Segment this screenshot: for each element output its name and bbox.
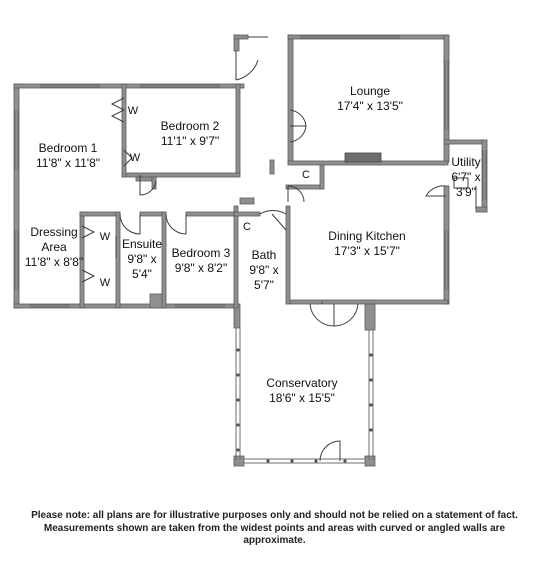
conservatory-size: 18'6" x 15'5" [269, 391, 335, 405]
fireplace-icon [344, 152, 382, 163]
dining-kitchen-size: 17'3" x 15'7" [334, 244, 400, 258]
wardrobe-bifolds [81, 97, 133, 283]
conservatory-name: Conservatory [266, 376, 337, 390]
ensuite-size-2: 5'4" [132, 267, 152, 281]
disclaimer-line-3: approximate. [243, 535, 306, 546]
wardrobe-label-bed2-bottom: W [130, 152, 141, 164]
disclaimer: Please note: all plans are for illustrat… [0, 510, 549, 548]
bedroom2-size: 11'1" x 9'7" [161, 134, 219, 148]
floor-plan: Lounge 17'4" x 13'5" Bedroom 1 11'8" x 1… [13, 34, 488, 467]
bath-size-2: 5'7" [254, 278, 274, 292]
cupboard-label-hall: C [302, 169, 310, 181]
bath-size: 9'8" x [249, 263, 278, 277]
wardrobe-label-bed2-top: W [128, 105, 139, 117]
wardrobe-label-dressing-top: W [100, 231, 111, 243]
utility-name: Utility [451, 155, 480, 169]
interior-walls [79, 83, 449, 309]
dressing-size: 11'8" x 8'8" [25, 255, 83, 269]
wardrobe-label-dressing-bottom: W [100, 277, 111, 289]
utility-size: 6'7" x [451, 170, 480, 184]
boiler-icon [453, 177, 469, 189]
windows [14, 35, 487, 464]
bedroom3-name: Bedroom 3 [172, 246, 231, 260]
exterior-walls [13, 34, 488, 467]
cupboard-label-bath: C [243, 221, 251, 233]
bedroom1-name: Bedroom 1 [39, 141, 98, 155]
dressing-name-2: Area [41, 240, 67, 254]
disclaimer-line-1: Please note: all plans are for illustrat… [31, 510, 518, 521]
lounge-size: 17'4" x 13'5" [337, 99, 403, 113]
dining-kitchen-name: Dining Kitchen [328, 229, 405, 243]
conservatory-mullions [236, 348, 373, 463]
bedroom2-name: Bedroom 2 [161, 119, 220, 133]
dressing-name: Dressing [30, 225, 77, 239]
disclaimer-line-2: Measurements shown are taken from the wi… [43, 522, 506, 534]
doors [115, 36, 477, 462]
ensuite-name: Ensuite [122, 237, 162, 251]
bedroom1-size: 11'8" x 11'8" [36, 156, 100, 170]
ensuite-size: 9'8" x [127, 252, 156, 266]
lounge-name: Lounge [350, 84, 390, 98]
bath-name: Bath [252, 248, 277, 262]
utility-size-2: 3'9" [456, 185, 476, 199]
bedroom3-size: 9'8" x 8'2" [175, 261, 227, 275]
